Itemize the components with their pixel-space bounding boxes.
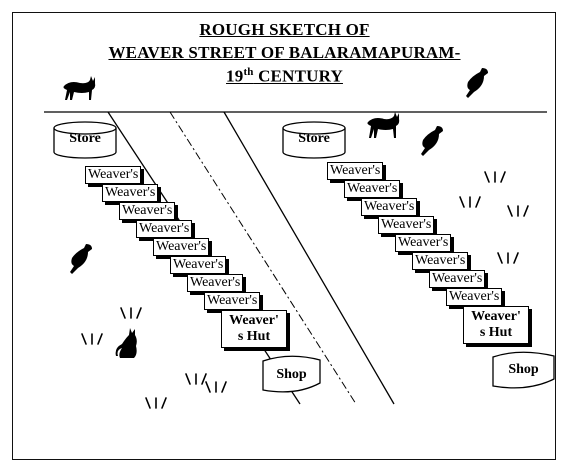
street-centre-line bbox=[169, 111, 357, 405]
store-right-label: Store bbox=[298, 131, 330, 146]
grass-tuft-icon bbox=[81, 333, 103, 345]
weaver-hut: Weaver's bbox=[361, 198, 418, 216]
store-left-label: Store bbox=[69, 131, 101, 146]
title-line-3: 19th CENTURY bbox=[0, 66, 569, 87]
bird-icon bbox=[70, 244, 92, 274]
weaver-hut: Weaver's bbox=[204, 292, 261, 310]
grass-tuft-icon bbox=[205, 381, 227, 393]
weaver-hut-main: Weaver' s Hut bbox=[221, 310, 287, 348]
weaver-hut: Weaver's bbox=[170, 256, 227, 274]
title-line-2: WEAVER STREET OF BALARAMAPURAM- bbox=[108, 43, 461, 62]
weaver-hut: Weaver's bbox=[187, 274, 244, 292]
shop-right-label: Shop bbox=[508, 362, 539, 377]
store-left-icon bbox=[53, 121, 117, 159]
title-line-1: ROUGH SKETCH OF bbox=[199, 20, 370, 39]
grass-tuft-icon bbox=[120, 307, 142, 319]
grass-tuft-icon bbox=[507, 205, 529, 217]
cat-icon bbox=[115, 328, 137, 358]
weaver-hut: Weaver's bbox=[412, 252, 469, 270]
weaver-hut: Weaver's bbox=[378, 216, 435, 234]
weaver-hut: Weaver's bbox=[429, 270, 486, 288]
weaver-hut: Weaver's bbox=[136, 220, 193, 238]
weaver-hut: Weaver's bbox=[446, 288, 503, 306]
weaver-hut: Weaver's bbox=[119, 202, 176, 220]
weaver-hut: Weaver's bbox=[327, 162, 384, 180]
cat-icon bbox=[63, 76, 96, 100]
weaver-hut: Weaver's bbox=[85, 166, 142, 184]
weaver-hut: Weaver's bbox=[344, 180, 401, 198]
weaver-hut: Weaver's bbox=[153, 238, 210, 256]
weaver-hut: Weaver's bbox=[395, 234, 452, 252]
grass-tuft-icon bbox=[185, 373, 207, 385]
weaver-hut-main: Weaver' s Hut bbox=[463, 306, 529, 344]
store-right-icon bbox=[282, 121, 346, 159]
bird-icon bbox=[466, 68, 488, 98]
title-century-suffix: th bbox=[243, 66, 254, 78]
title-century-number: 19 bbox=[226, 66, 244, 86]
grass-tuft-icon bbox=[484, 171, 506, 183]
cat-icon bbox=[367, 112, 400, 138]
bird-icon bbox=[421, 126, 443, 156]
street-right-edge bbox=[223, 111, 395, 405]
grass-tuft-icon bbox=[459, 196, 481, 208]
shop-right-icon bbox=[492, 351, 555, 389]
shop-left-label: Shop bbox=[276, 367, 307, 382]
grass-tuft-icon bbox=[145, 397, 167, 409]
weaver-hut: Weaver's bbox=[102, 184, 159, 202]
shop-left-icon bbox=[262, 355, 321, 393]
grass-tuft-icon bbox=[497, 252, 519, 264]
title-century-word: CENTURY bbox=[253, 66, 343, 86]
